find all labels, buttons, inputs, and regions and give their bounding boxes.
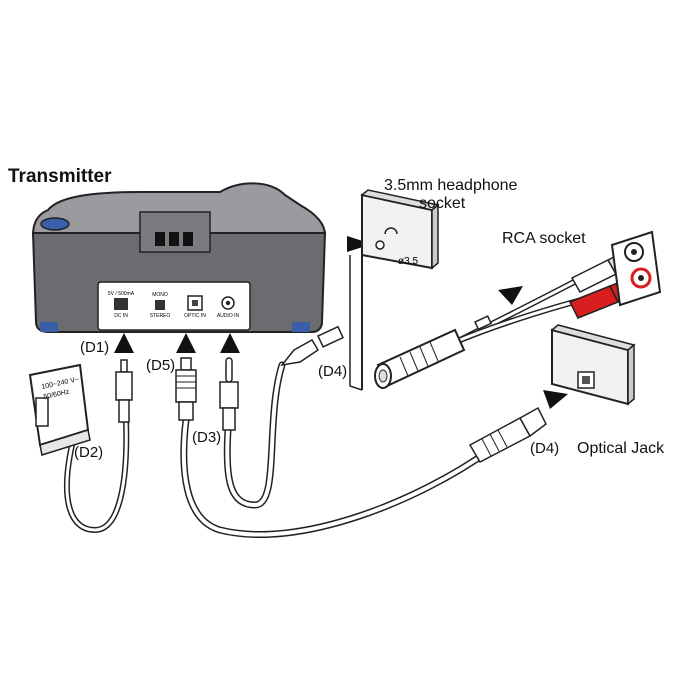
optical-jack-box — [550, 324, 636, 406]
optic-in-label: OPTIC IN — [184, 313, 206, 319]
arrow-rca — [498, 286, 523, 305]
arrow-optical — [543, 390, 568, 409]
stereo-label: STEREO — [150, 313, 171, 319]
dc-plug — [115, 359, 133, 423]
audio-jack-d4 — [280, 325, 345, 367]
optical-plug-d4 — [468, 406, 547, 463]
dc-in-label: DC IN — [114, 313, 128, 319]
device-top — [31, 182, 327, 236]
device-foot-right — [292, 322, 310, 332]
cables — [63, 259, 615, 538]
label-d5: (D5) — [146, 357, 175, 374]
arrow-d5 — [176, 333, 196, 353]
dc-in-port — [114, 298, 128, 310]
audio-in-label: AUDIO IN — [217, 313, 240, 319]
optical-label: Optical Jack — [577, 440, 665, 457]
mono-stereo-switch — [155, 300, 165, 310]
mono-label: MONO — [152, 292, 168, 298]
arrow-d1 — [114, 333, 134, 353]
optical-plug — [175, 357, 197, 421]
headphone-icon — [384, 227, 398, 235]
rca-adapter — [374, 315, 493, 389]
power-adapter: 100~240 V~ 50/60Hz — [28, 363, 91, 456]
device-status-led — [40, 217, 70, 231]
device-indicator-1 — [155, 232, 165, 246]
label-d2: (D2) — [74, 444, 103, 461]
transmitter-title: Transmitter — [8, 166, 112, 187]
arrow-d3 — [220, 333, 240, 353]
headphone-socket-box: ø3.5 — [349, 189, 440, 391]
rca-socket-plate — [610, 230, 662, 307]
device-indicator-2 — [169, 232, 179, 246]
headphone-size-mark: ø3.5 — [398, 256, 418, 267]
device-foot-left — [40, 322, 58, 332]
device-indicator-3 — [183, 232, 193, 246]
headphone-label-line1: 3.5mm headphone — [384, 177, 518, 194]
label-d4-bottom: (D4) — [530, 440, 559, 457]
headphone-socket — [375, 240, 385, 250]
headphone-label-line2: socket — [419, 195, 466, 212]
transmitter-device: 5V / 500mA DC IN MONO STEREO OPTIC IN AU… — [31, 182, 327, 333]
pointer-arrows — [114, 236, 568, 409]
label-d1: (D1) — [80, 339, 109, 356]
device-back-panel — [97, 281, 251, 331]
dc-in-rating: 5V / 500mA — [108, 291, 135, 297]
label-d3: (D3) — [192, 429, 221, 446]
arrow-headphone — [347, 236, 372, 252]
rca-label: RCA socket — [502, 230, 586, 247]
audio-jack-d3 — [219, 357, 239, 431]
label-d4-top: (D4) — [318, 363, 347, 380]
